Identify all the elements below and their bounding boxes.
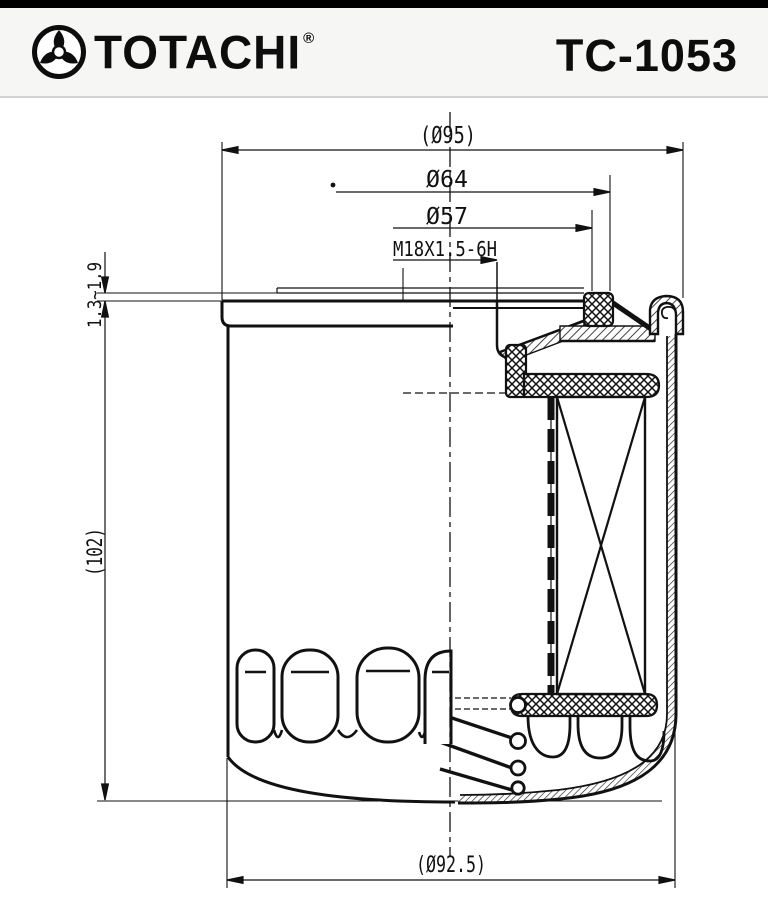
dim-plate-thickness-label: 1.3~1.9 <box>84 262 106 328</box>
totachi-emblem-icon <box>32 25 86 79</box>
rolled-seam <box>648 294 685 336</box>
dim-top-diameter-label: (Ø95) <box>420 123 476 149</box>
technical-drawing-area: (Ø95) Ø64 Ø57 M18X1.5-6H 1.3~1.9 (102) (… <box>0 98 768 922</box>
exterior-flutes <box>235 646 453 744</box>
dim-gasket-id-label: Ø57 <box>426 204 468 230</box>
dim-gasket-od-label: Ø64 <box>426 167 468 193</box>
dimension-labels: (Ø95) Ø64 Ø57 M18X1.5-6H 1.3~1.9 (102) (… <box>83 123 497 878</box>
dimension-lines <box>100 145 684 885</box>
adbv-rubber <box>504 343 528 399</box>
dim-thread-label: M18X1.5-6H <box>393 237 497 261</box>
valve-and-end-caps <box>403 343 661 718</box>
dim-body-diameter-label: (Ø92.5) <box>416 853 486 878</box>
filter-top-plate <box>220 287 584 328</box>
bottom-end-cap <box>509 692 659 718</box>
dim-height-label: (102) <box>83 528 107 576</box>
section-flutes <box>526 715 666 763</box>
brand-name: TOTACHI <box>94 25 302 79</box>
gasket-section <box>582 291 615 328</box>
top-black-bar <box>0 0 768 8</box>
coil-spring <box>439 696 527 796</box>
technical-drawing: (Ø95) Ø64 Ø57 M18X1.5-6H 1.3~1.9 (102) (… <box>83 112 685 888</box>
center-tube-and-media <box>547 395 647 696</box>
part-number: TC-1053 <box>555 30 738 81</box>
filter-shell <box>226 326 678 805</box>
registered-trademark: ® <box>303 29 315 47</box>
top-end-cap <box>522 372 661 399</box>
header: TOTACHI ® TC-1053 <box>0 8 768 98</box>
brand-logo: TOTACHI ® <box>28 21 315 83</box>
extension-lines <box>97 142 684 888</box>
